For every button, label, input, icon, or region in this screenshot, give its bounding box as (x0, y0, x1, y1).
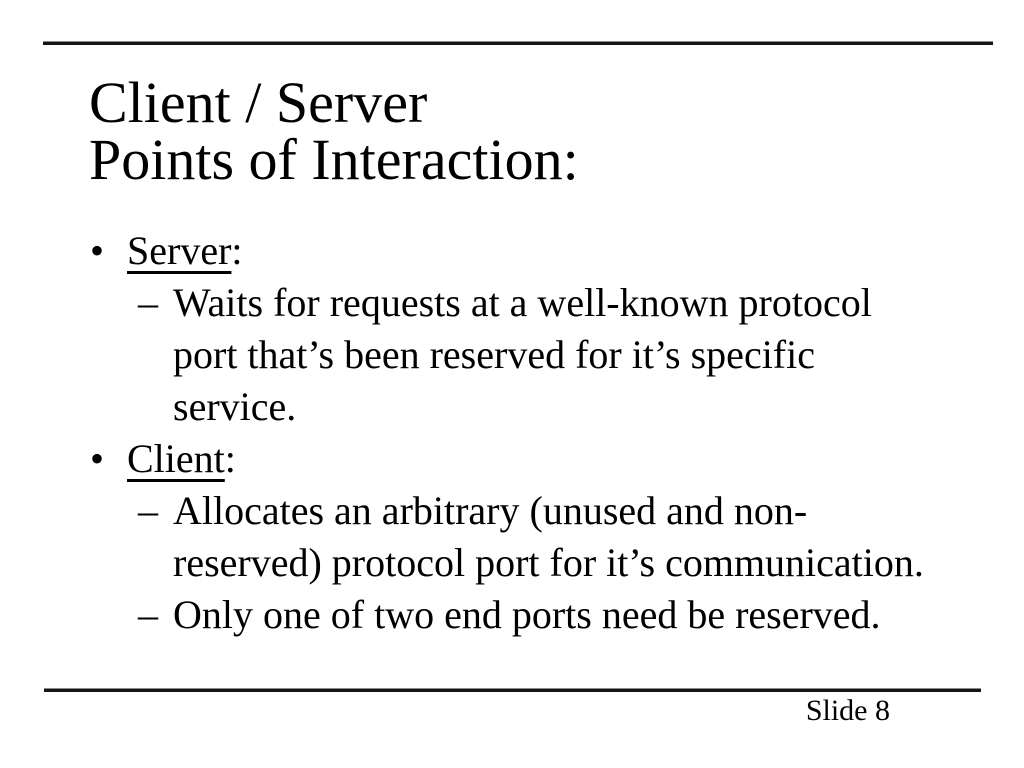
dash-marker-icon: – (138, 592, 158, 637)
bullet-list: •Server:–Waits for requests at a well-kn… (89, 225, 984, 641)
sub-bullet-item: –Waits for requests at a well-known prot… (89, 277, 984, 433)
bullet-item-server: • Server: (89, 225, 984, 277)
dash-marker-icon: – (138, 488, 158, 533)
bullet-label-suffix: : (231, 228, 243, 273)
bullet-label: Server (127, 228, 232, 273)
top-divider-rule (43, 41, 993, 45)
sub-bullet-text: Waits for requests at a well-known proto… (173, 280, 872, 429)
bullet-marker-icon: • (90, 228, 105, 273)
slide-title: Client / Server Points of Interaction: (89, 70, 579, 192)
sub-bullet-text: Only one of two end ports need be reserv… (173, 592, 881, 637)
slide-title-line-2: Points of Interaction: (89, 127, 579, 192)
sub-bullet-item: –Only one of two end ports need be reser… (89, 589, 984, 641)
bullet-label-suffix: : (224, 436, 236, 481)
bullet-label: Client (127, 436, 225, 481)
sub-bullet-item: –Allocates an arbitrary (unused and non-… (89, 485, 984, 589)
bullet-item-client: • Client: (89, 433, 984, 485)
dash-marker-icon: – (138, 280, 158, 325)
bottom-divider-rule (44, 688, 981, 692)
slide-title-line-1: Client / Server (89, 70, 428, 135)
sub-bullet-text: Allocates an arbitrary (unused and non-r… (173, 488, 924, 585)
slide-number: Slide 8 (805, 694, 890, 727)
bullet-marker-icon: • (90, 436, 105, 481)
